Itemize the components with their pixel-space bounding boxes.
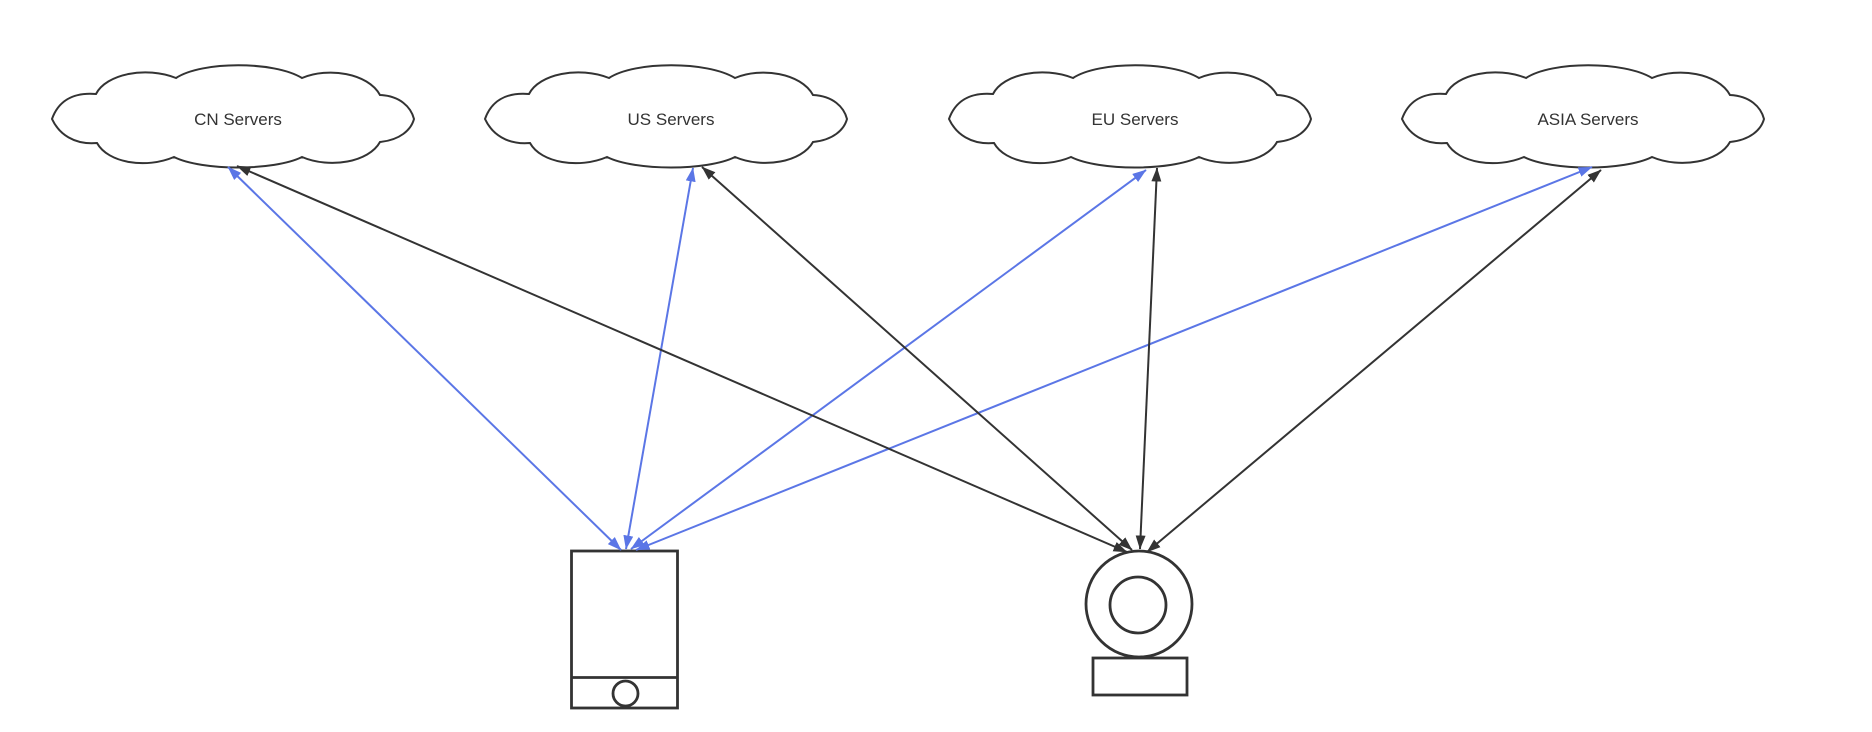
edge-phone-asia (635, 166, 1593, 551)
cloud-label-eu: EU Servers (1092, 110, 1179, 129)
phone-home-button-icon (611, 679, 640, 708)
cloud-node-eu: EU Servers (948, 64, 1312, 169)
cloud-node-cn: CN Servers (51, 64, 415, 169)
edge-camera-cn (236, 165, 1128, 553)
edge-camera-us (701, 166, 1133, 551)
camera-node (1084, 549, 1194, 697)
mobile-phone-node (570, 549, 679, 710)
edge-phone-eu (630, 169, 1147, 550)
edge-camera-eu (1135, 167, 1162, 550)
cloud-label-asia: ASIA Servers (1537, 110, 1638, 129)
cloud-node-us: US Servers (484, 64, 848, 169)
edge-phone-cn (227, 166, 622, 551)
camera-edges (236, 165, 1602, 553)
cloud-node-asia: ASIA Servers (1401, 64, 1765, 169)
phone-edges (227, 166, 1593, 551)
edge-camera-asia (1146, 169, 1602, 553)
cloud-label-us: US Servers (628, 110, 715, 129)
camera-base (1091, 656, 1189, 697)
cloud-label-cn: CN Servers (194, 110, 282, 129)
camera-lens-icon (1108, 575, 1168, 635)
